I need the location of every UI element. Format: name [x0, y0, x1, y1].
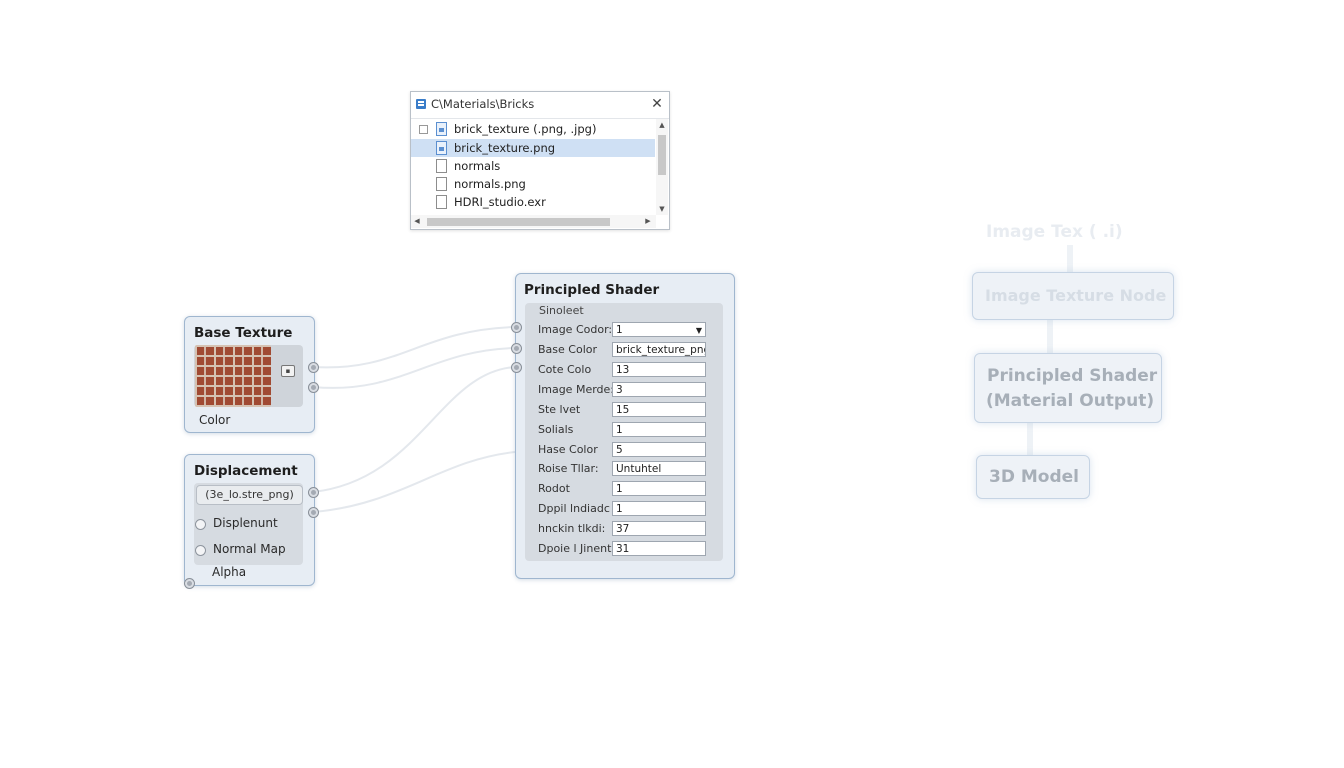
prop-value: 1	[616, 324, 623, 336]
node-title: Base Texture	[194, 325, 293, 341]
flowchart-principled-shader-label: Principled Shader	[987, 366, 1158, 386]
texture-output-socket[interactable]	[308, 382, 319, 393]
scroll-up-icon[interactable]: ▲	[659, 121, 665, 129]
texture-options-icon[interactable]: ▪	[281, 365, 295, 377]
flowchart-image-texture-label: Image Texture Node	[985, 286, 1167, 305]
displacement-file-field[interactable]: (3e_lo.stre_png)	[196, 485, 303, 505]
prop-label-dpoie-jinent: Dpoie l Jinent:	[538, 542, 616, 555]
vertical-scroll-thumb[interactable]	[658, 135, 666, 175]
file-browser-path: C\Materials\Bricks	[431, 97, 535, 111]
image-file-icon	[436, 122, 447, 136]
flowchart-image-texture-node: Image Texture Node	[972, 272, 1174, 320]
wire-alpha	[312, 451, 516, 513]
normal-map-option-label: Normal Map	[213, 542, 286, 556]
prop-field-hnckin-tlkdi[interactable]: 37	[612, 521, 706, 536]
flowchart-principled-shader-node: Principled Shader (Material Output)	[974, 353, 1162, 423]
alpha-label: Alpha	[212, 565, 247, 579]
scroll-left-icon[interactable]: ◀	[414, 217, 420, 225]
file-icon	[436, 177, 447, 191]
file-item-brick-texture-group[interactable]: brick_texture (.png, .jpg)	[411, 120, 655, 138]
color-output-socket[interactable]	[308, 362, 319, 373]
wire-color-to-base-color	[312, 347, 516, 389]
prop-field-cote-colo[interactable]: 13	[612, 362, 706, 377]
file-item-label: brick_texture (.png, .jpg)	[454, 122, 597, 136]
prop-label-image-codor: Image Codor:	[538, 323, 613, 336]
alpha-input-socket[interactable]	[184, 578, 195, 589]
prop-label-cote-colo: Cote Colo	[538, 363, 592, 376]
prop-dropdown-image-codor[interactable]: 1▼	[612, 322, 706, 337]
flowchart-3d-model-node: 3D Model	[976, 455, 1090, 499]
file-item-brick-texture-png[interactable]: brick_texture.png	[411, 139, 655, 157]
prop-label-roise-tllar: Roise Tllar:	[538, 462, 599, 475]
file-icon	[436, 159, 447, 173]
file-icon	[436, 195, 447, 209]
displacement-radio[interactable]	[195, 519, 206, 530]
prop-label-hnckin-tlkdi: hnckin tlkdi:	[538, 522, 606, 535]
file-browser-dialog[interactable]: C\Materials\Bricks ✕ brick_texture (.png…	[410, 91, 670, 230]
chevron-down-icon: ▼	[695, 326, 702, 335]
file-item-normals[interactable]: normals	[411, 157, 655, 175]
prop-field-roise-tllar[interactable]: Untuhtel	[612, 461, 706, 476]
horizontal-scroll-thumb[interactable]	[427, 218, 610, 226]
collapse-icon[interactable]	[419, 125, 428, 134]
file-item-normals-png[interactable]: normals.png	[411, 175, 655, 193]
scroll-right-icon[interactable]: ▶	[645, 217, 651, 225]
normal-map-radio[interactable]	[195, 545, 206, 556]
displacement-node[interactable]: Displacement (3e_lo.stre_png) Displenunt…	[184, 454, 315, 586]
displacement-option-label: Displenunt	[213, 516, 278, 530]
brick-texture-mortar	[195, 345, 271, 407]
prop-field-dppil-lndiadc[interactable]: 1	[612, 501, 706, 516]
prop-label-dppil-lndiadc: Dppil lndiadc	[538, 502, 610, 515]
prop-field-rodot[interactable]: 1	[612, 481, 706, 496]
file-item-label: brick_texture.png	[454, 141, 556, 155]
prop-label-image-merde: Image Merde:	[538, 383, 614, 396]
close-icon[interactable]: ✕	[651, 96, 663, 112]
vertical-scrollbar[interactable]: ▲ ▼	[656, 119, 668, 215]
flowchart-material-output-label: (Material Output)	[986, 391, 1155, 411]
wire-color-to-image-color	[312, 326, 516, 369]
prop-label-rodot: Rodot	[538, 482, 570, 495]
file-item-label: HDRI_studio.exr	[454, 195, 546, 209]
prop-field-hase-color[interactable]: 5	[612, 442, 706, 457]
window-icon	[416, 99, 426, 109]
prop-label-base-color: Base Color	[538, 343, 598, 356]
node-title: Principled Shader	[524, 282, 660, 298]
file-list: brick_texture (.png, .jpg) brick_texture…	[411, 119, 655, 215]
normal-output-socket[interactable]	[308, 507, 319, 518]
image-color-input-socket[interactable]	[511, 322, 522, 333]
flowchart-3d-model-label: 3D Model	[989, 467, 1079, 487]
file-browser-titlebar[interactable]: C\Materials\Bricks ✕	[411, 92, 669, 119]
file-item-hdri-studio[interactable]: HDRI_studio.exr	[411, 193, 655, 211]
file-item-label: normals	[454, 159, 501, 173]
section-label: Sinoleet	[539, 304, 584, 317]
prop-field-base-color[interactable]: brick_texture_png	[612, 342, 706, 357]
faded-flowchart-heading: Image Tex ( .i)	[986, 222, 1123, 242]
prop-label-ste-lvet: Ste lvet	[538, 403, 581, 416]
prop-field-image-merde[interactable]: 3	[612, 382, 706, 397]
color-output-label: Color	[199, 413, 231, 427]
base-texture-node[interactable]: Base Texture ▪ Color	[184, 316, 315, 433]
prop-field-ste-lvet[interactable]: 15	[612, 402, 706, 417]
prop-field-solials[interactable]: 1	[612, 422, 706, 437]
file-item-label: normals.png	[454, 177, 526, 191]
prop-label-solials: Solials	[538, 423, 574, 436]
base-color-input-socket[interactable]	[511, 343, 522, 354]
displacement-output-socket[interactable]	[308, 487, 319, 498]
scroll-down-icon[interactable]: ▼	[659, 205, 665, 213]
prop-label-hase-color: Hase Color	[538, 443, 598, 456]
image-file-icon	[436, 141, 447, 155]
cote-color-input-socket[interactable]	[511, 362, 522, 373]
horizontal-scrollbar[interactable]: ◀ ▶	[411, 215, 656, 228]
wire-displacement-to-cote	[312, 366, 516, 493]
prop-field-dpoie-jinent[interactable]: 31	[612, 541, 706, 556]
node-title: Displacement	[194, 463, 298, 479]
